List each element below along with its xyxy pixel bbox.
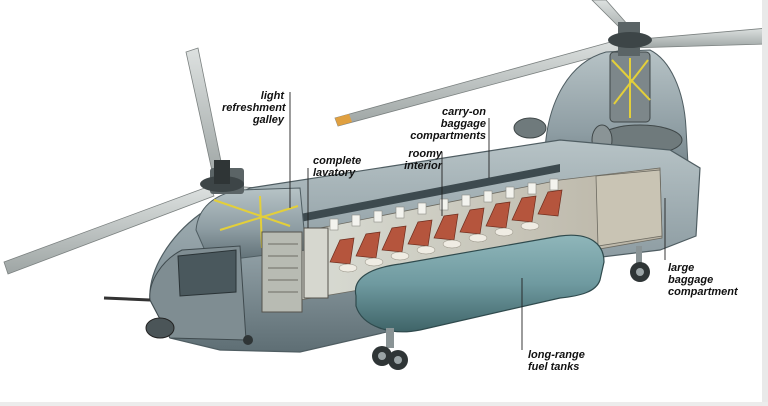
baggage-bay xyxy=(595,169,663,247)
forward-rotor-hub xyxy=(200,160,244,192)
passenger-seats xyxy=(329,189,563,265)
label-long-range-fuel-tanks: long-range fuel tanks xyxy=(528,349,585,373)
label-light-refreshment-galley: light refreshment galley xyxy=(222,90,286,126)
scan-edge-bottom xyxy=(0,402,768,406)
overhead-bins xyxy=(300,164,560,222)
label-roomy-interior: roomy interior xyxy=(404,148,442,172)
landing-gear xyxy=(243,246,650,370)
galley-lavatory xyxy=(261,227,329,313)
seat-cushions xyxy=(338,221,540,273)
cockpit-windshield xyxy=(177,249,237,297)
label-large-baggage-compartment: large baggage compartment xyxy=(668,262,738,298)
leader-lines xyxy=(289,92,666,350)
label-complete-lavatory: complete lavatory xyxy=(313,155,362,179)
cabin-windows xyxy=(329,178,559,231)
aft-rotor-hub xyxy=(608,32,652,48)
scan-edge-right xyxy=(762,0,768,406)
label-carry-on-baggage-compartments: carry-on baggage compartments xyxy=(410,106,486,142)
nose-detail xyxy=(103,296,175,339)
aft-rotor-blades xyxy=(334,0,768,127)
